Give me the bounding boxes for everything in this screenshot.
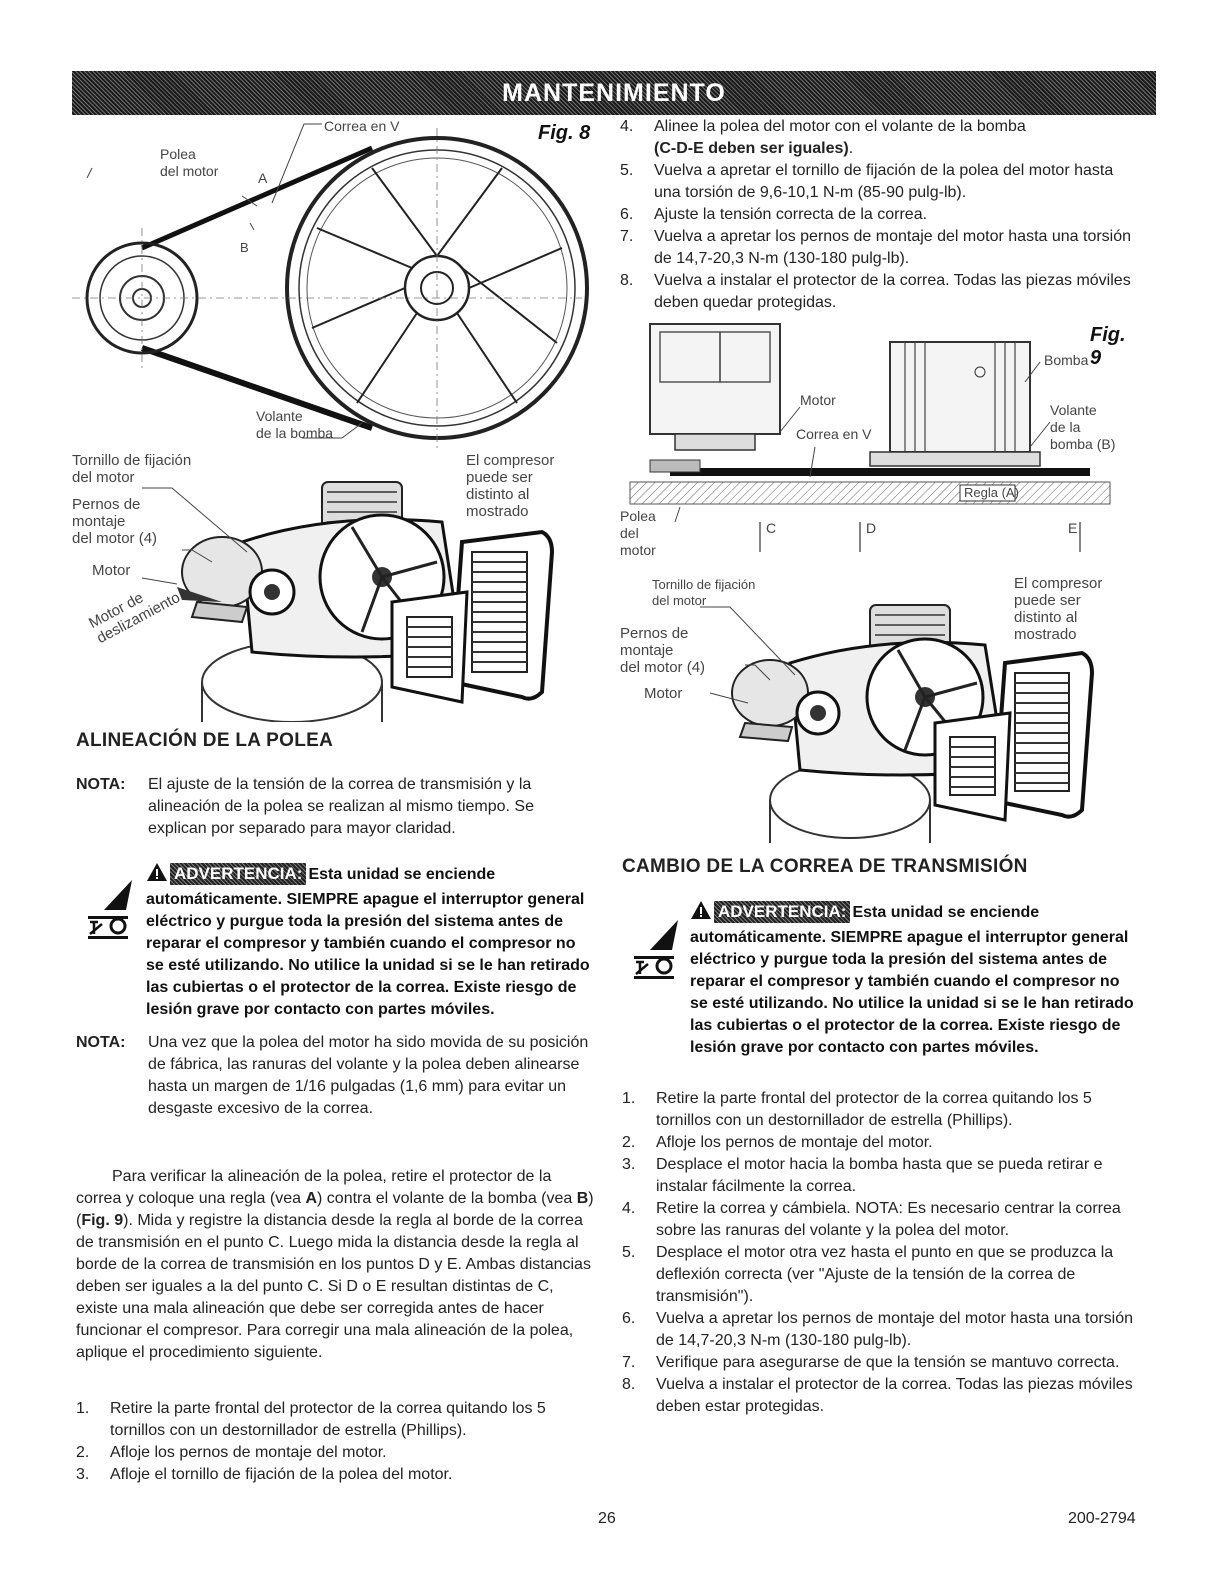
fig8-correa-label: Correa en V — [324, 118, 400, 134]
compressor-illustration-right: Tornillo de fijación del motor Pernos de… — [620, 575, 1140, 843]
fig8-volante-label: Volante de la bomba — [256, 408, 334, 441]
fig8-number: Fig. 8 — [538, 122, 591, 144]
list-item: 3.Desplace el motor hacia la bomba hasta… — [622, 1156, 1103, 1195]
alignment-diagram — [629, 323, 1111, 552]
fig8-a-label: A — [258, 170, 268, 186]
tornillo-label-left: Tornillo de fijación del motor — [72, 452, 192, 486]
warning-alineacion: ADVERTENCIA:Esta unidad se enciende auto… — [146, 862, 590, 1018]
fig9-number: Fig. 9 — [1090, 324, 1126, 369]
warning-triangle-icon — [690, 900, 712, 927]
fig9-c-label: C — [766, 520, 777, 536]
warning-cambio: ADVERTENCIA:Esta unidad se enciende auto… — [690, 900, 1134, 1056]
fig9-volante-label: Volante de la bomba (B) — [1050, 402, 1116, 452]
figure-8: Polea del motor Correa en V A B Volante … — [72, 118, 602, 448]
motor-label-right: Motor — [644, 685, 683, 702]
fig8-b-label: B — [240, 240, 249, 255]
document-number: 200-2794 — [1068, 1510, 1136, 1527]
fig9-motor-label: Motor — [800, 392, 836, 408]
list-item: 7.Vuelva a apretar los pernos de montaje… — [620, 228, 1132, 267]
compressor-note-left: El compresor puede ser distinto al mostr… — [466, 452, 555, 520]
alineacion-heading: ALINEACIÓN DE LA POLEA — [76, 730, 334, 751]
list-item: 1.Retire la parte frontal del protector … — [622, 1090, 1092, 1129]
fig9-correa-label: Correa en V — [796, 426, 872, 442]
pulley-diagram — [72, 123, 589, 448]
list-item: 8.Vuelva a instalar el protector de la c… — [620, 272, 1131, 311]
moving-parts-hazard-icon — [634, 920, 678, 979]
compressor-illustration-left: Tornillo de fijación del motor Pernos de… — [72, 452, 602, 723]
cambio-steps: 1.Retire la parte frontal del protector … — [622, 1088, 1142, 1418]
list-item: 5.Desplace el motor otra vez hasta el pu… — [622, 1244, 1114, 1305]
list-item: 2.Afloje los pernos de montaje del motor… — [622, 1134, 933, 1151]
list-item: 8.Vuelva a instalar el protector de la c… — [622, 1376, 1133, 1415]
nota-2: NOTA: Una vez que la polea del motor ha … — [76, 1034, 589, 1117]
list-item: 2.Afloje los pernos de montaje del motor… — [76, 1444, 387, 1461]
list-item: 6.Vuelva a apretar los pernos de montaje… — [622, 1310, 1134, 1349]
list-item: 3.Afloje el tornillo de fijación de la p… — [76, 1466, 453, 1483]
compressor-note-right: El compresor puede ser distinto al mostr… — [1014, 575, 1103, 643]
page-number: 26 — [598, 1510, 616, 1527]
pernos-label-left: Pernos de montaje del motor (4) — [72, 496, 158, 547]
pernos-label-right: Pernos de montaje del motor (4) — [620, 625, 706, 676]
fig9-regla-label: Regla (A) — [964, 485, 1019, 500]
list-item: 7.Verifique para asegurarse de que la te… — [622, 1354, 1120, 1371]
list-item: 6.Ajuste la tensión correcta de la corre… — [620, 206, 928, 223]
fig9-d-label: D — [866, 520, 877, 536]
section-banner: MANTENIMIENTO — [72, 71, 1156, 115]
fig9-e-label: E — [1068, 520, 1078, 536]
warning-badge: ADVERTENCIA: — [714, 901, 851, 923]
list-item: 1.Retire la parte frontal del protector … — [76, 1400, 546, 1439]
moving-parts-hazard-icon — [88, 880, 132, 939]
section-title: MANTENIMIENTO — [502, 78, 726, 107]
alineacion-steps: 1.Retire la parte frontal del protector … — [76, 1398, 596, 1486]
nota-1: NOTA: El ajuste de la tensión de la corr… — [76, 776, 534, 837]
list-item: 5.Vuelva a apretar el tornillo de fijaci… — [620, 162, 1114, 201]
alineacion-paragraph: Para verificar la alineación de la polea… — [76, 1168, 594, 1361]
compressor-drawing-left — [141, 481, 555, 723]
fig9-bomba-label: Bomba — [1044, 352, 1089, 368]
alignment-steps-continued: 4. Alinee la polea del motor con el vola… — [620, 116, 1140, 314]
compressor-drawing-right — [700, 604, 1095, 843]
fig8-polea-label: Polea del motor — [160, 146, 219, 179]
list-item: 4.Retire la correa y cámbiela. NOTA: Es … — [622, 1200, 1121, 1239]
fig9-polea-label: Polea del motor — [620, 508, 656, 558]
list-item: 4. Alinee la polea del motor con el vola… — [620, 118, 1026, 157]
figure-9: Fig. 9 Bomba Motor Correa en V Volante d… — [620, 322, 1140, 567]
motor-label-left: Motor — [92, 562, 131, 579]
warning-triangle-icon — [146, 862, 168, 889]
warning-badge: ADVERTENCIA: — [170, 863, 307, 885]
cambio-heading: CAMBIO DE LA CORREA DE TRANSMISIÓN — [622, 856, 1028, 877]
tornillo-label-right: Tornillo de fijación del motor — [652, 577, 756, 608]
